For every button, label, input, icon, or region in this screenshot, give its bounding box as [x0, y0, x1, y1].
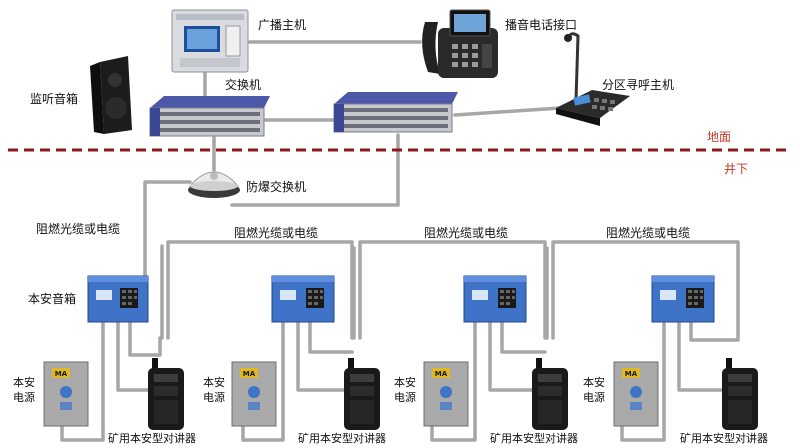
- label-cable-1: 阻燃光缆或电缆: [36, 222, 121, 236]
- label-power-2-line2: 电源: [203, 391, 225, 404]
- cable-g4-c: [689, 320, 740, 342]
- cable-switch2-exswitch: [230, 133, 400, 207]
- label-radio-3: 矿用本安型对讲器: [490, 432, 578, 445]
- cable-p1: [60, 423, 105, 442]
- label-radio-2: 矿用本安型对讲器: [298, 432, 386, 445]
- cable-p2: [241, 423, 285, 442]
- cable-g1-b: [116, 320, 154, 392]
- switch-icon-2: [333, 92, 458, 133]
- radio-icon-1: [148, 358, 184, 430]
- ma-mark-3: MA: [435, 370, 448, 378]
- cable-trunk-2: [358, 240, 547, 340]
- label-radio-4: 矿用本安型对讲器: [680, 432, 768, 445]
- ex-switch-icon: [188, 171, 240, 198]
- broadcast-host-icon: [171, 9, 249, 73]
- label-switch: 交换机: [225, 78, 262, 92]
- cable-lines: [60, 40, 740, 442]
- radio-icon-3: [532, 358, 568, 430]
- label-power-3: 本安 电源: [391, 375, 419, 405]
- speaker-box-2: [271, 275, 335, 323]
- label-cable-3: 阻燃光缆或电缆: [424, 226, 509, 240]
- speaker-box-1: [87, 275, 149, 323]
- label-power-1: 本安 电源: [10, 375, 38, 405]
- label-cable-2: 阻燃光缆或电缆: [234, 226, 319, 240]
- label-power-1-line1: 本安: [13, 376, 35, 389]
- label-power-1-line2: 电源: [13, 391, 35, 404]
- ma-mark-1: MA: [55, 370, 68, 378]
- label-power-2-line1: 本安: [203, 376, 225, 389]
- cable-exswitch-speaker1: [143, 180, 192, 290]
- label-monitor-speaker: 监听音箱: [30, 92, 79, 106]
- cable-trunk-3: [551, 240, 740, 340]
- ma-mark-2: MA: [243, 370, 256, 378]
- label-broadcast-host: 广播主机: [258, 18, 307, 32]
- label-phone-interface: 播音电话接口: [505, 18, 578, 32]
- label-safe-speaker: 本安音箱: [28, 292, 77, 306]
- cable-g2-b: [296, 320, 347, 392]
- switch-icon-1: [149, 96, 270, 137]
- cable-p3: [430, 423, 477, 442]
- label-power-4: 本安 电源: [580, 375, 608, 405]
- label-ex-switch: 防爆交换机: [246, 180, 307, 194]
- label-power-3-line1: 本安: [394, 376, 416, 389]
- cable-switch-paging: [453, 106, 562, 117]
- power-box-3: MA: [423, 361, 469, 427]
- speaker-box-3: [463, 275, 527, 323]
- label-power-4-line1: 本安: [583, 376, 605, 389]
- cable-trunk-1: [166, 240, 354, 340]
- label-zone-paging: 分区寻呼主机: [602, 78, 675, 92]
- power-box-1: MA: [43, 361, 89, 427]
- cable-g3-c: [500, 320, 547, 354]
- cable-g4-b: [677, 320, 724, 392]
- power-box-4: MA: [613, 361, 659, 427]
- power-box-2: MA: [231, 361, 277, 427]
- label-ground: 地面: [707, 130, 732, 144]
- label-power-2: 本安 电源: [200, 375, 228, 405]
- radio-icon-4: [722, 358, 758, 430]
- radio-icon-2: [344, 358, 380, 430]
- label-radio-1: 矿用本安型对讲器: [108, 432, 196, 445]
- paging-console-icon: [556, 32, 630, 126]
- label-power-4-line2: 电源: [583, 391, 605, 404]
- phone-icon: [422, 9, 498, 78]
- cable-g3-b: [488, 320, 537, 392]
- label-power-3-line2: 电源: [394, 391, 416, 404]
- monitor-speaker-icon: [90, 56, 132, 134]
- cable-g2-c: [308, 320, 354, 354]
- ma-mark-4: MA: [625, 370, 638, 378]
- cable-g1-c: [128, 320, 162, 357]
- speaker-box-4: [651, 275, 715, 323]
- cable-p4: [620, 423, 666, 442]
- label-cable-4: 阻燃光缆或电缆: [606, 226, 691, 240]
- label-underground: 井下: [724, 162, 749, 176]
